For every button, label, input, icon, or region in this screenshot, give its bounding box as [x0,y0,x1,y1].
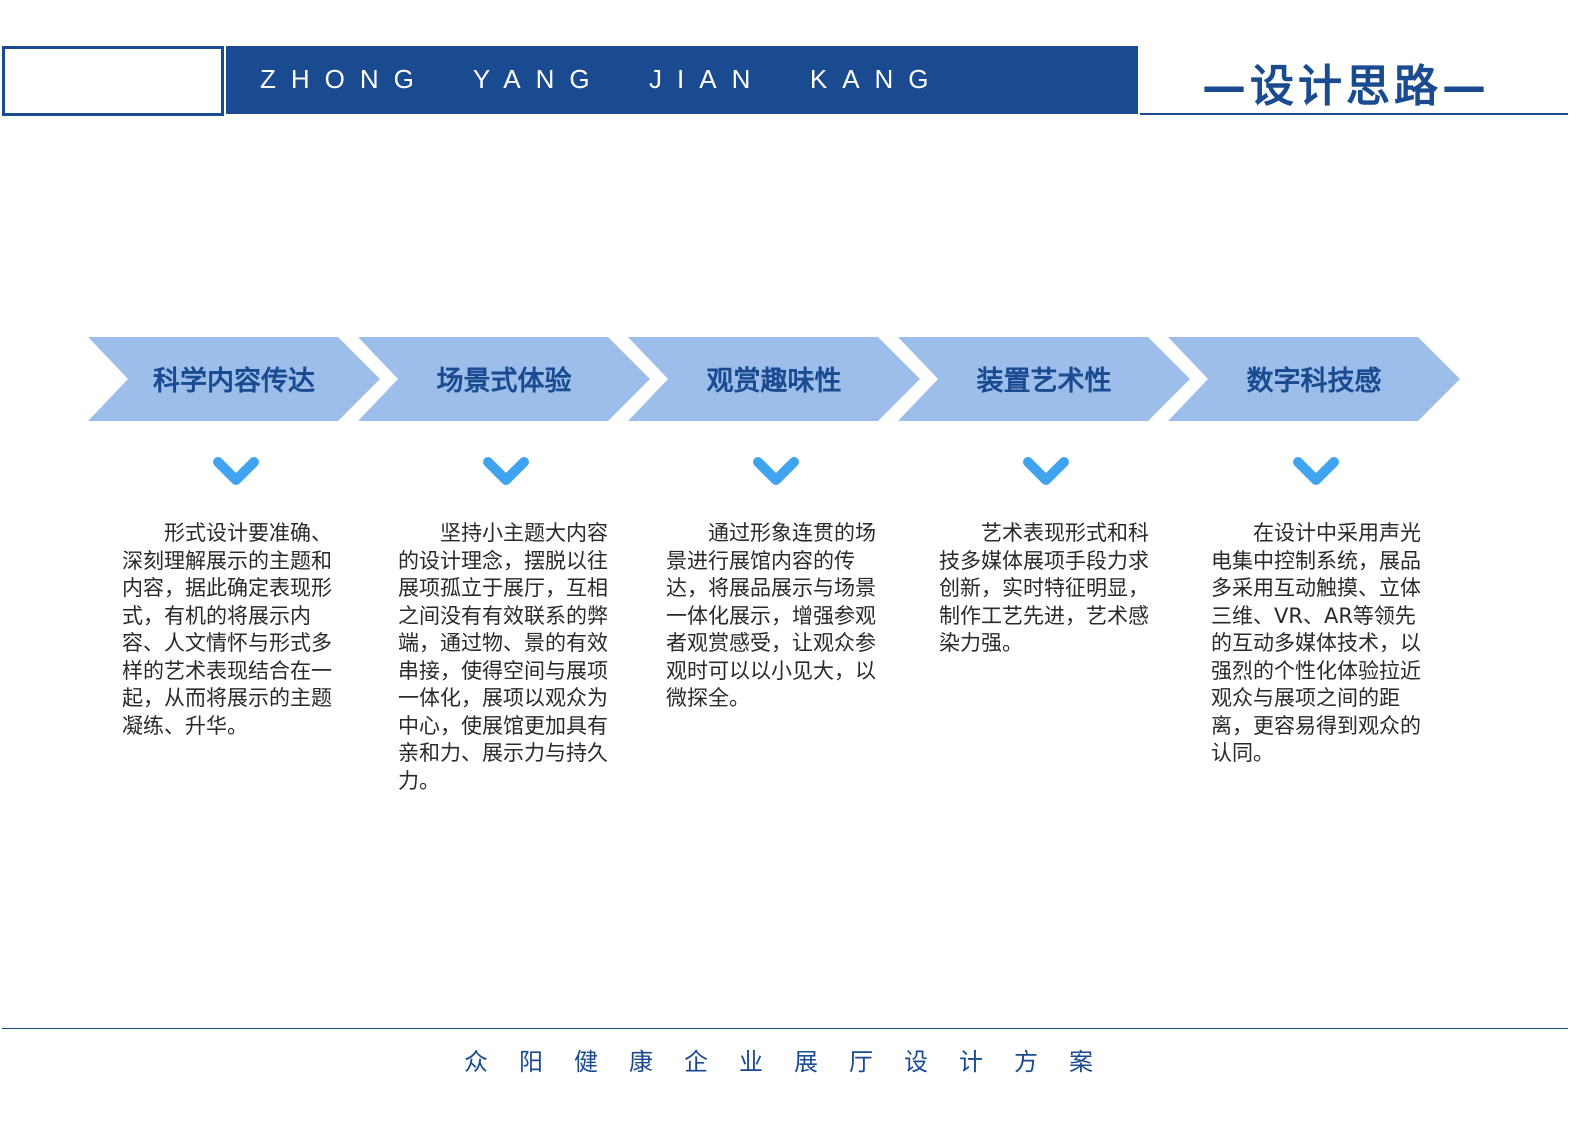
step-label: 观赏趣味性 [706,366,842,397]
chevron-down-icon [1292,456,1340,494]
logo-placeholder [2,46,224,116]
step-description: 坚持小主题大内容的设计理念，摆脱以往展项孤立于展厅，互相之间没有有效联系的弊端，… [398,521,608,793]
chevron-down-icon [482,456,530,494]
process-step-1: 科学内容传达 [88,337,380,421]
process-step-4: 装置艺术性 [898,337,1190,421]
step-label: 数字科技感 [1246,366,1382,397]
chevron-down-icon [212,456,260,494]
chevron-shape [88,337,380,421]
step-label: 装置艺术性 [976,366,1112,397]
process-step-5: 数字科技感 [1168,337,1460,421]
step-label: 科学内容传达 [153,366,315,397]
chevron-shape [628,337,920,421]
title-underline [1140,113,1568,115]
chevron-down-icon [1022,456,1070,494]
step-description: 形式设计要准确、深刻理解展示的主题和内容，据此确定表现形式，有机的将展示内容、人… [122,521,332,738]
process-step-3: 观赏趣味性 [628,337,920,421]
step-description: 通过形象连贯的场景进行展馆内容的传达，将展品展示与场景一体化展示，增强参观者观赏… [666,521,876,710]
step-label: 场景式体验 [436,366,572,397]
chevron-down-icon [752,456,800,494]
footer-text: 众阳健康企业展厅设计方案 [464,1048,1124,1076]
chevron-shape [898,337,1190,421]
banner-text: ZHONG YANG JIAN KANG [260,64,944,94]
chevron-shape [1168,337,1460,421]
step-description: 艺术表现形式和科技多媒体展项手段力求创新，实时特征明显，制作工艺先进，艺术感染力… [939,521,1149,655]
process-step-2: 场景式体验 [358,337,650,421]
footer-divider [2,1028,1568,1029]
step-description: 在设计中采用声光电集中控制系统，展品多采用互动触摸、立体三维、VR、AR等领先的… [1211,521,1421,765]
header-banner: ZHONG YANG JIAN KANG [226,46,1138,114]
chevron-shape [358,337,650,421]
page-title: —设计思路— [1202,61,1490,112]
